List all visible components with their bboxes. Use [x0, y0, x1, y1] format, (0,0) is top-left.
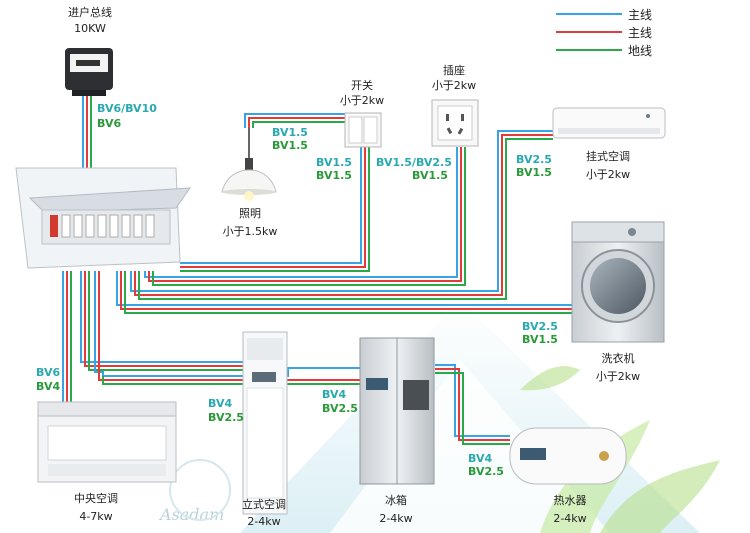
- fridge-title: 冰箱: [385, 494, 407, 507]
- wire-heater: [435, 364, 510, 445]
- meter-spec-2: BV6: [97, 117, 122, 130]
- wall-switch: [344, 112, 382, 148]
- lamp-line-spec-1: BV1.5: [316, 156, 352, 169]
- central-ac-spec-2: BV4: [36, 380, 61, 393]
- switch-title: 开关: [351, 79, 373, 92]
- lamp-spec-2: BV1.5: [272, 139, 308, 152]
- central-ac-rating: 4-7kw: [79, 510, 113, 523]
- socket-line-spec-1: BV1.5/BV2.5: [376, 156, 452, 169]
- wire-lighting: [180, 113, 370, 272]
- tower-ac-spec-2: BV2.5: [208, 411, 244, 424]
- wall-socket: [431, 99, 479, 147]
- wire-central-ac: [62, 271, 72, 402]
- wire-socket: [144, 147, 466, 286]
- lamp-spec-1: BV1.5: [272, 126, 308, 139]
- washer-rating: 小于2kw: [595, 370, 641, 383]
- meter-title: 进户总线: [68, 6, 112, 19]
- switch-rating: 小于2kw: [339, 94, 385, 107]
- fridge-rating: 2-4kw: [379, 512, 413, 525]
- washer-spec-2: BV1.5: [522, 333, 558, 346]
- heater-title: 热水器: [553, 494, 587, 507]
- socket-rating: 小于2kw: [431, 79, 477, 92]
- lamp-title: 照明: [239, 207, 261, 220]
- tower-ac-rating: 2-4kw: [247, 515, 281, 528]
- wall-ac-spec-1: BV2.5: [516, 153, 552, 166]
- heater-spec-2: BV2.5: [468, 465, 504, 478]
- wire-washer: [116, 271, 572, 314]
- meter-spec-1: BV6/BV10: [97, 102, 157, 115]
- wall-ac-spec-2: BV1.5: [516, 166, 552, 179]
- socket-title: 插座: [443, 64, 465, 77]
- wall-air-conditioner: [552, 107, 666, 139]
- tower-ac-title: 立式空调: [242, 498, 286, 511]
- lamp-rating: 小于1.5kw: [222, 225, 278, 238]
- socket-line-spec-2: BV1.5: [412, 169, 448, 182]
- legend: [556, 13, 622, 51]
- washing-machine: [571, 221, 665, 343]
- washer-title: 洗衣机: [601, 352, 635, 365]
- central-ac-spec-1: BV6: [36, 366, 61, 379]
- wire-meter-panel: [82, 92, 92, 168]
- wall-ac-title: 挂式空调: [586, 150, 630, 163]
- wall-ac-rating: 小于2kw: [585, 168, 631, 181]
- wire-wall-ac: [130, 130, 553, 300]
- meter-rating: 10KW: [74, 22, 106, 35]
- legend-label-red: 主线: [628, 26, 653, 40]
- heater-rating: 2-4kw: [553, 512, 587, 525]
- water-heater: [509, 427, 627, 485]
- wire-tower-ac: [80, 271, 243, 371]
- lamp-line-spec-2: BV1.5: [316, 169, 352, 182]
- distribution-panel: [15, 167, 192, 269]
- tower-air-conditioner: [242, 331, 288, 515]
- fridge-spec-2: BV2.5: [322, 402, 358, 415]
- heater-spec-1: BV4: [468, 452, 493, 465]
- central-ac-title: 中央空调: [74, 492, 118, 505]
- tower-ac-spec-1: BV4: [208, 397, 233, 410]
- refrigerator: [359, 337, 435, 485]
- electric-meter: [65, 48, 113, 96]
- legend-label-green: 地线: [628, 44, 653, 58]
- watermark-text: Asadam: [158, 505, 224, 524]
- fridge-spec-1: BV4: [322, 388, 347, 401]
- washer-spec-1: BV2.5: [522, 320, 558, 333]
- pendant-lamp: [221, 128, 277, 201]
- legend-label-blue: 主线: [628, 8, 653, 22]
- central-air-conditioner: [37, 401, 177, 483]
